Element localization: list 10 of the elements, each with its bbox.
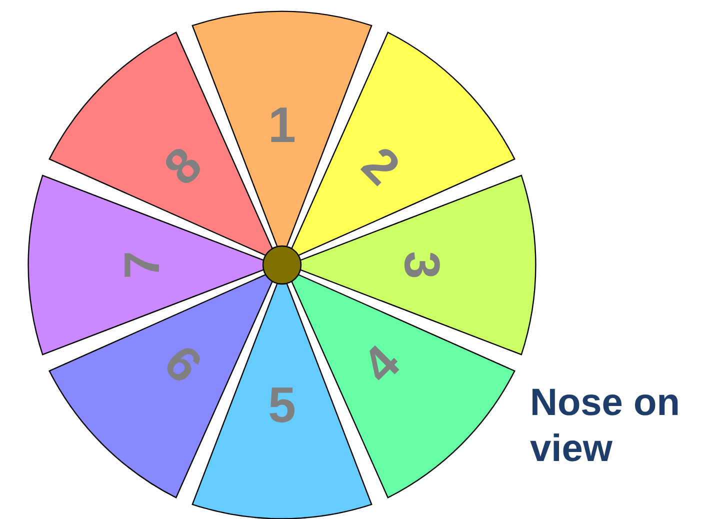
segment-number: 2 <box>351 136 411 196</box>
segment-number: 5 <box>268 377 296 433</box>
hub-circle <box>262 245 302 285</box>
caption-text: Nose on view <box>530 381 681 472</box>
segment-number: 3 <box>394 251 450 279</box>
segment-number: 6 <box>153 334 213 394</box>
segment-number: 4 <box>351 334 411 394</box>
segment-number: 7 <box>114 251 170 279</box>
segment-number: 8 <box>153 136 213 196</box>
segment-number: 1 <box>268 97 296 153</box>
